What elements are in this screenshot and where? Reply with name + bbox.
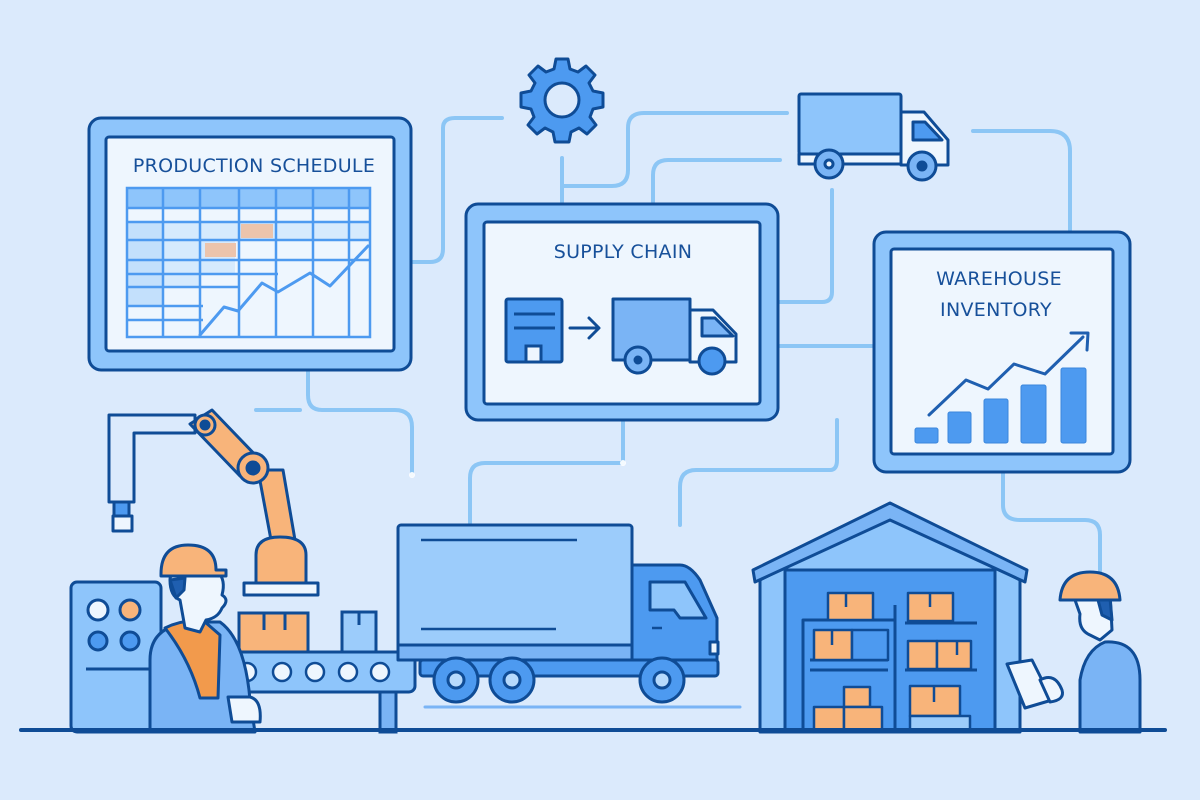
- warehouse-title-line1: WAREHOUSE: [936, 268, 1062, 290]
- production-schedule-panel: PRODUCTION SCHEDULE: [87, 116, 413, 372]
- delivery-truck-icon: [797, 92, 950, 182]
- factory-worker: [148, 543, 262, 734]
- schedule-table: [125, 186, 372, 339]
- schedule-trend-line: [198, 244, 370, 337]
- trend-arrow-icon: [927, 331, 1090, 417]
- factory-icon: [504, 297, 564, 364]
- conveyor-belt: [198, 610, 417, 734]
- box-blue: [340, 610, 378, 654]
- large-truck: [396, 523, 720, 704]
- robot-arm: [107, 408, 320, 597]
- inventory-bar-chart: [914, 367, 1087, 444]
- warehouse-building: [751, 501, 1029, 734]
- supply-chain-panel: SUPPLY CHAIN: [464, 202, 780, 422]
- truck-icon: [611, 297, 738, 376]
- warehouse-worker-with-tablet: [1005, 570, 1142, 734]
- arrow-right-icon: [568, 316, 601, 340]
- inventory-boxes: [812, 591, 973, 734]
- warehouse-title-line2: INVENTORY: [940, 299, 1052, 321]
- supply-chain-title: SUPPLY CHAIN: [554, 241, 693, 263]
- warehouse-inventory-panel: WAREHOUSE INVENTORY: [872, 230, 1132, 474]
- box-orange: [237, 611, 310, 654]
- gear-icon: [519, 57, 605, 144]
- control-panel: [69, 580, 163, 734]
- production-schedule-title: PRODUCTION SCHEDULE: [133, 155, 375, 177]
